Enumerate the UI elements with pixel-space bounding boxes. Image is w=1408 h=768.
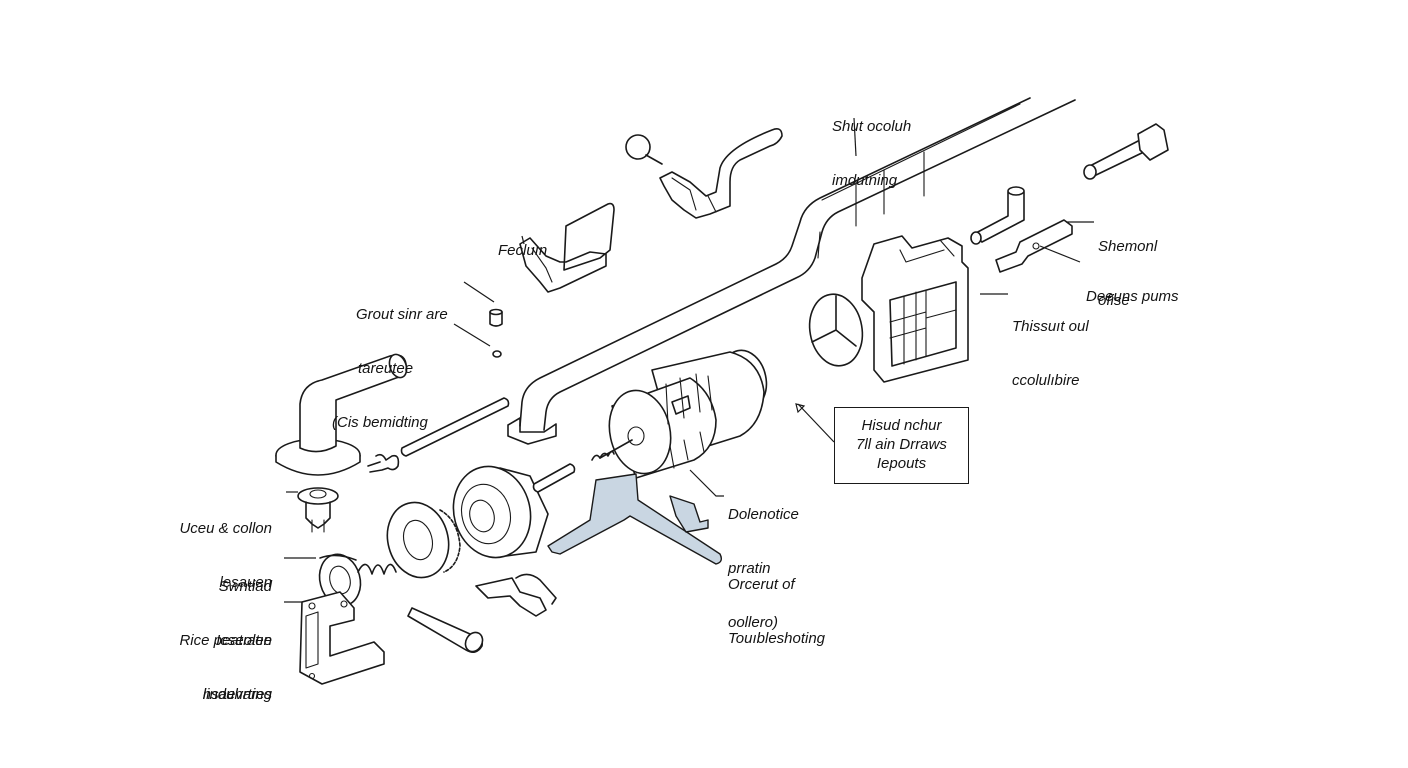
label-line: Swntiad	[218, 578, 272, 595]
label-spring-group: Swntiad Icseolen hsaevares	[150, 542, 272, 722]
small-cylinders	[489, 308, 503, 358]
label-line: Orcerut of	[728, 576, 795, 593]
label-housing: Thissuıt oul ccolulıbire	[1012, 282, 1089, 408]
label-right-pins: Deeuns pums	[1086, 252, 1179, 324]
lever-arm[interactable]	[547, 473, 723, 565]
label-line: (Cis bemidting	[332, 414, 428, 431]
label-line: oollero)	[728, 614, 779, 631]
label-line: Uceu & collon	[179, 520, 272, 537]
bent-handle	[625, 128, 783, 219]
callout-box: Hisud nchur 7ll ain Drraws Iepouts	[834, 407, 969, 484]
label-line: Touıbleshoting	[728, 630, 826, 647]
label-lever: Orcerut of Touıbleshoting	[728, 540, 825, 666]
label-line: tareutee	[358, 360, 414, 377]
spring-bearing	[318, 553, 397, 607]
label-motor: Dolenotice prratin oollero)	[728, 470, 799, 650]
label-line: imdutning	[832, 172, 898, 189]
label-line: Shut ocoluh	[832, 118, 912, 135]
label-line: Thissuıt oul	[1012, 318, 1089, 335]
label-valve: Uceu & collon lesauen	[150, 484, 272, 610]
leader-lines	[284, 117, 1094, 603]
right-pipes	[970, 123, 1169, 273]
label-frame: Rice peatıatıe iinduhrting	[140, 596, 272, 722]
elbow-pipe	[275, 353, 408, 476]
label-line: ofise	[1098, 292, 1130, 309]
label-bracket-plate: Fecluın	[498, 206, 547, 278]
valve-coupling	[297, 487, 339, 533]
label-line: Dolenotice	[728, 506, 799, 523]
label-line: Shemonl	[1098, 238, 1158, 255]
label-line: Deeuns pums	[1086, 288, 1179, 305]
label-line: prratin	[728, 560, 771, 577]
mounting-frame	[299, 591, 385, 685]
shaft-pieces	[407, 463, 576, 654]
motor-assembly	[591, 349, 768, 479]
label-line: Fecluın	[498, 242, 548, 259]
label-line: lesauen	[219, 574, 272, 591]
label-line: Iepouts	[876, 455, 927, 472]
housing-unit	[808, 235, 969, 383]
label-line: Hisud nchur	[861, 417, 942, 434]
label-line: iinduhrting	[202, 686, 272, 703]
label-right-tab: Shemonl ofise	[1098, 202, 1157, 328]
rail-channel	[507, 97, 1076, 445]
label-line: Icseolen	[216, 632, 272, 649]
hook-bracket	[475, 573, 557, 617]
rod-and-pin	[367, 397, 510, 473]
label-line: Grout sinr are	[356, 306, 448, 323]
label-line: ccolulıbire	[1012, 372, 1080, 389]
label-line: 7ll ain Drraws	[856, 436, 947, 453]
label-top-rail: Shut ocoluh imdutning	[832, 82, 911, 208]
bracket-plate	[519, 202, 615, 293]
label-small-parts: Grout sinr are tareutee (Cis bemidting	[332, 270, 448, 450]
gear-discs	[386, 465, 549, 579]
label-line: Rice peatıatıe	[179, 632, 272, 649]
label-line: hsaevares	[202, 686, 272, 703]
